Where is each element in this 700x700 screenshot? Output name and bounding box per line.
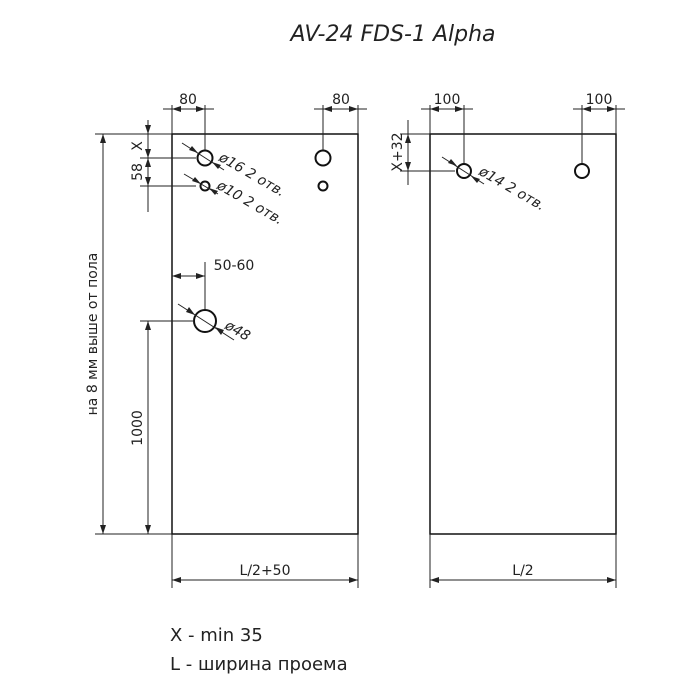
right-panel-outline — [429, 133, 617, 535]
width-label-right: L/2 — [512, 563, 533, 579]
dim-100-right: 100 — [586, 92, 613, 108]
note-l: L - ширина проема — [170, 654, 348, 675]
dim-x32: X+32 — [390, 132, 406, 171]
width-label-left: L/2+50 — [240, 563, 291, 579]
dim-80-left: 80 — [179, 92, 197, 108]
left-panel: 80 80 X 58 ø16 2 отв. ø10 2 отв. — [85, 92, 367, 588]
dim-50-60: 50-60 — [214, 258, 255, 274]
drawing-title: AV-24 FDS-1 Alpha — [288, 22, 495, 47]
hole-14-right — [574, 163, 590, 179]
floor-label: на 8 мм выше от пола — [85, 253, 101, 416]
dim-x-label: X — [130, 141, 146, 151]
dim-100-left: 100 — [434, 92, 461, 108]
left-panel-outline — [171, 133, 359, 535]
dim-58: 58 — [130, 163, 146, 181]
dim-1000: 1000 — [130, 410, 146, 446]
hole-16-right — [314, 149, 332, 167]
dim-80-right: 80 — [332, 92, 350, 108]
right-panel: 100 100 X+32 ø14 2 отв. L/2 — [390, 92, 625, 588]
hole-10-right — [317, 180, 329, 192]
note-x: X - min 35 — [170, 625, 263, 646]
